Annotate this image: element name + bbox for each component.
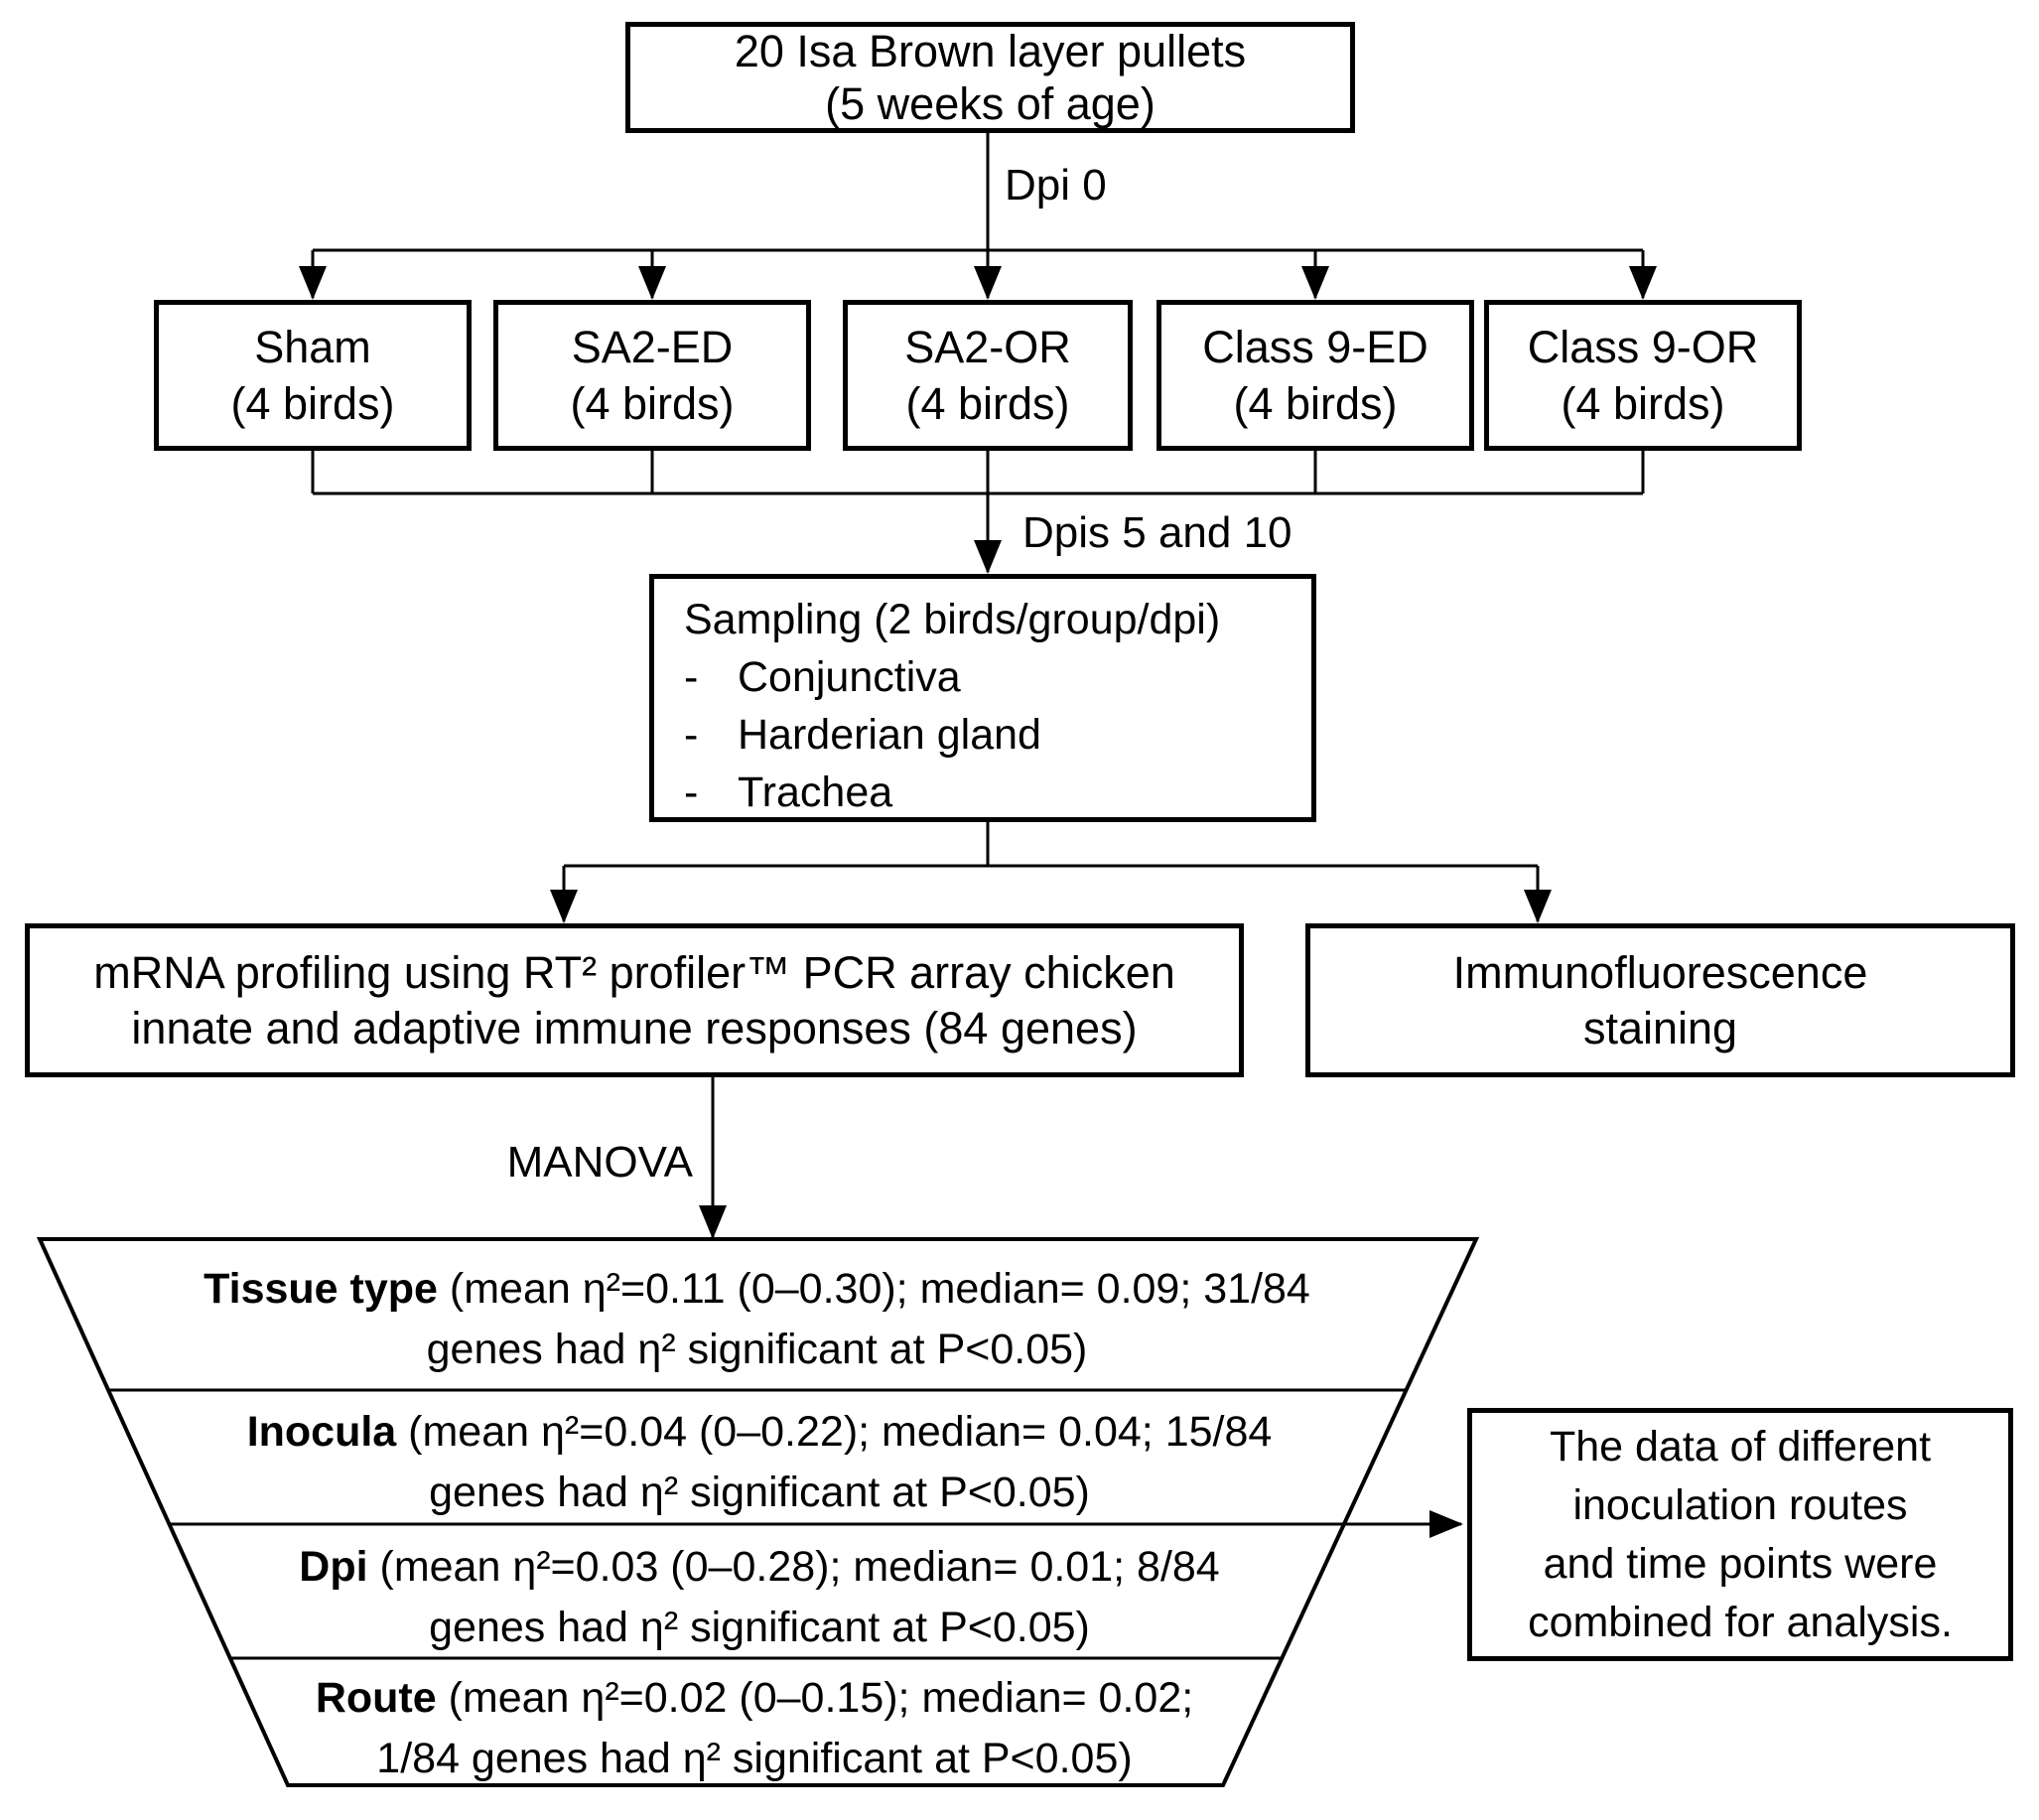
group-name: Class 9-OR — [1527, 322, 1759, 372]
sampling-item-label: Conjunctiva — [738, 653, 961, 701]
note-line2: inoculation routes — [1572, 1480, 1908, 1529]
label-dpi-0: Dpi 0 — [1005, 161, 1107, 210]
group-count: (4 birds) — [1561, 378, 1725, 429]
mrna-line2: innate and adaptive immune responses (84… — [131, 1002, 1138, 1053]
sampling-item: - Trachea — [684, 764, 892, 821]
funnel-row-label: Dpi — [299, 1543, 368, 1591]
group-count: (4 birds) — [905, 378, 1070, 429]
group-name: SA2-ED — [571, 322, 734, 372]
group-box-class9-or: Class 9-OR (4 birds) — [1484, 300, 1802, 451]
funnel-row-stats: (mean η²=0.04 (0–0.22); median= 0.04; 15… — [396, 1408, 1273, 1456]
top-box-line1: 20 Isa Brown layer pullets — [734, 26, 1247, 76]
funnel-row-line2: 1/84 genes had η² significant at P<0.05) — [376, 1735, 1133, 1782]
group-box-sa2-ed: SA2-ED (4 birds) — [493, 300, 811, 451]
group-box-sham: Sham (4 birds) — [154, 300, 472, 451]
funnel-row-line1: Inocula (mean η²=0.04 (0–0.22); median= … — [184, 1402, 1335, 1463]
funnel-row-line2: genes had η² significant at P<0.05) — [426, 1326, 1088, 1373]
immuno-line1: Immunofluorescence — [1452, 946, 1868, 998]
group-name: Sham — [254, 322, 371, 372]
funnel-row-stats: (mean η²=0.03 (0–0.28); median= 0.01; 8/… — [367, 1543, 1220, 1591]
funnel-row-line2: genes had η² significant at P<0.05) — [429, 1469, 1090, 1516]
top-box-subjects: 20 Isa Brown layer pullets (5 weeks of a… — [625, 22, 1355, 133]
group-name: Class 9-ED — [1202, 322, 1428, 372]
funnel-row-tissue-type: Tissue type (mean η²=0.11 (0–0.30); medi… — [114, 1259, 1400, 1380]
group-count: (4 birds) — [570, 378, 735, 429]
note-line4: combined for analysis. — [1528, 1598, 1953, 1646]
sampling-item-label: Harderian gland — [738, 711, 1041, 759]
bullet-dash: - — [684, 711, 699, 759]
funnel-row-stats: (mean η²=0.02 (0–0.15); median= 0.02; — [436, 1674, 1194, 1722]
immuno-line2: staining — [1582, 1002, 1738, 1053]
funnel-row-label: Tissue type — [204, 1265, 438, 1313]
note-line3: and time points were — [1543, 1539, 1938, 1588]
group-count: (4 birds) — [1233, 378, 1398, 429]
funnel-row-label: Route — [315, 1674, 437, 1722]
funnel-row-stats: (mean η²=0.11 (0–0.30); median= 0.09; 31… — [437, 1265, 1310, 1313]
funnel-row-line2: genes had η² significant at P<0.05) — [429, 1604, 1090, 1651]
funnel-row-line1: Route (mean η²=0.02 (0–0.15); median= 0.… — [298, 1668, 1211, 1729]
label-manova: MANOVA — [506, 1138, 693, 1187]
funnel-shape — [36, 1237, 1480, 1787]
funnel-row-inocula: Inocula (mean η²=0.04 (0–0.22); median= … — [184, 1402, 1335, 1523]
group-box-class9-ed: Class 9-ED (4 birds) — [1156, 300, 1474, 451]
sampling-item-label: Trachea — [738, 769, 893, 816]
immunofluorescence-box: Immunofluorescence staining — [1305, 923, 2015, 1077]
top-box-line2: (5 weeks of age) — [825, 78, 1155, 129]
bullet-dash: - — [684, 653, 699, 701]
funnel-row-route: Route (mean η²=0.02 (0–0.15); median= 0.… — [298, 1668, 1211, 1789]
funnel-row-dpi: Dpi (mean η²=0.03 (0–0.28); median= 0.01… — [243, 1537, 1276, 1658]
group-name: SA2-OR — [904, 322, 1071, 372]
funnel-row-label: Inocula — [246, 1408, 397, 1456]
funnel-row-line1: Tissue type (mean η²=0.11 (0–0.30); medi… — [114, 1259, 1400, 1320]
label-dpis-5-and-10: Dpis 5 and 10 — [1022, 508, 1292, 557]
funnel-row-line1: Dpi (mean η²=0.03 (0–0.28); median= 0.01… — [243, 1537, 1276, 1598]
bullet-dash: - — [684, 769, 699, 816]
sampling-item: - Harderian gland — [684, 706, 1041, 764]
mrna-line1: mRNA profiling using RT² profiler™ PCR a… — [93, 946, 1175, 998]
group-count: (4 birds) — [230, 378, 395, 429]
sampling-box: Sampling (2 birds/group/dpi) - Conjuncti… — [649, 574, 1316, 822]
group-box-sa2-or: SA2-OR (4 birds) — [843, 300, 1133, 451]
sampling-item: - Conjunctiva — [684, 648, 961, 706]
mrna-profiling-box: mRNA profiling using RT² profiler™ PCR a… — [25, 923, 1244, 1077]
sampling-title: Sampling (2 birds/group/dpi) — [684, 596, 1221, 643]
note-line1: The data of different — [1549, 1422, 1932, 1470]
note-box-combined-analysis: The data of different inoculation routes… — [1467, 1408, 2013, 1661]
